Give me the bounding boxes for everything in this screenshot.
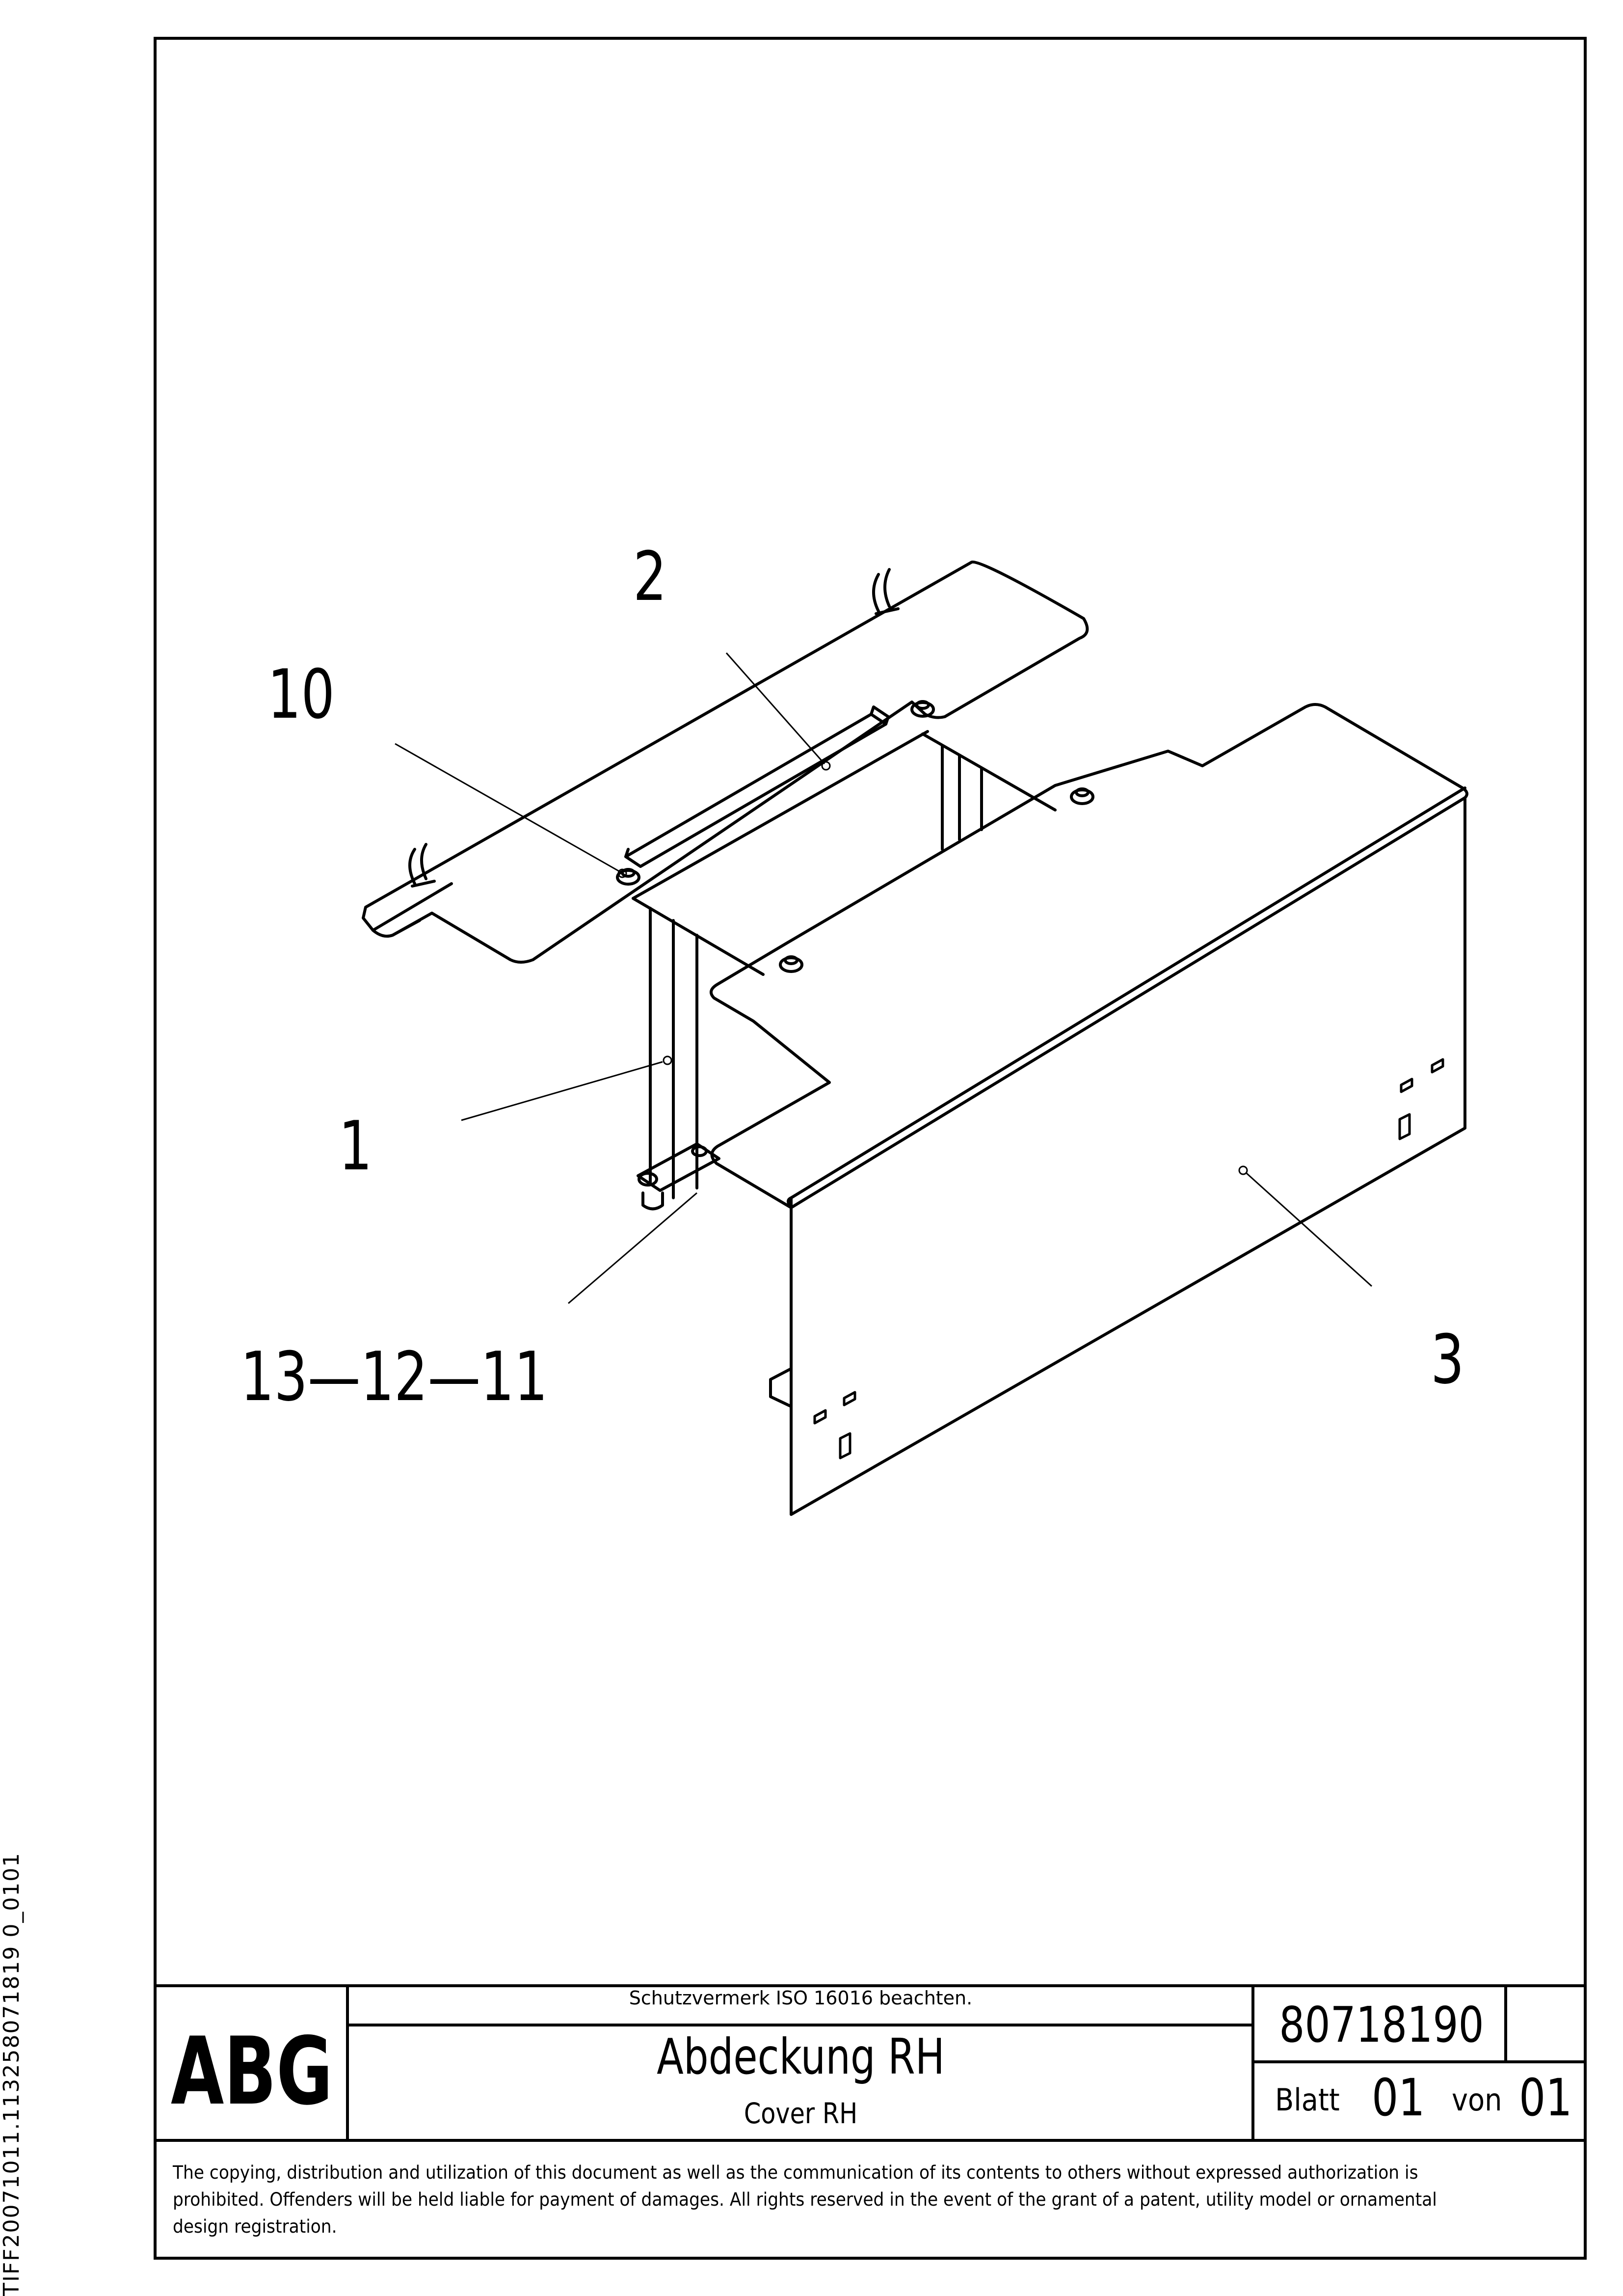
callout-part-1: 1 [339, 1107, 372, 1186]
sheet-number: 01 [1372, 2068, 1425, 2128]
abg-logo-text: ABG [171, 2018, 333, 2116]
of-label: von [1452, 2082, 1502, 2118]
callout-part-13-12-11: 13—12—11 [240, 1337, 548, 1416]
bolt-heads [616, 700, 1094, 973]
copyright-notice: The copying, distribution and utilizatio… [173, 2162, 1437, 2237]
drawing-title-english: Cover RH [744, 2097, 858, 2130]
cover-slots [813, 1058, 1444, 1459]
abg-logo: ABG [171, 2018, 333, 2116]
leader-lines [395, 652, 1373, 1304]
callout-part-2: 2 [633, 537, 667, 616]
sheet-border [154, 37, 1587, 2260]
document-number: 80718190 [1279, 1996, 1484, 2053]
total-sheets: 01 [1519, 2068, 1572, 2128]
title-block-grid [155, 1984, 1585, 2142]
drawing-title-german: Abdeckung RH [657, 2028, 945, 2085]
sheet-label: Blatt [1275, 2082, 1340, 2118]
margin-file-id: TIFF20071011.113258071819 0_0101 [0, 1852, 24, 2296]
callout-part-3: 3 [1431, 1320, 1464, 1399]
callout-part-10: 10 [267, 655, 335, 734]
isometric-cover-assembly [362, 560, 1468, 1516]
protection-notice: Schutzvermerk ISO 16016 beachten. [629, 1987, 973, 2009]
